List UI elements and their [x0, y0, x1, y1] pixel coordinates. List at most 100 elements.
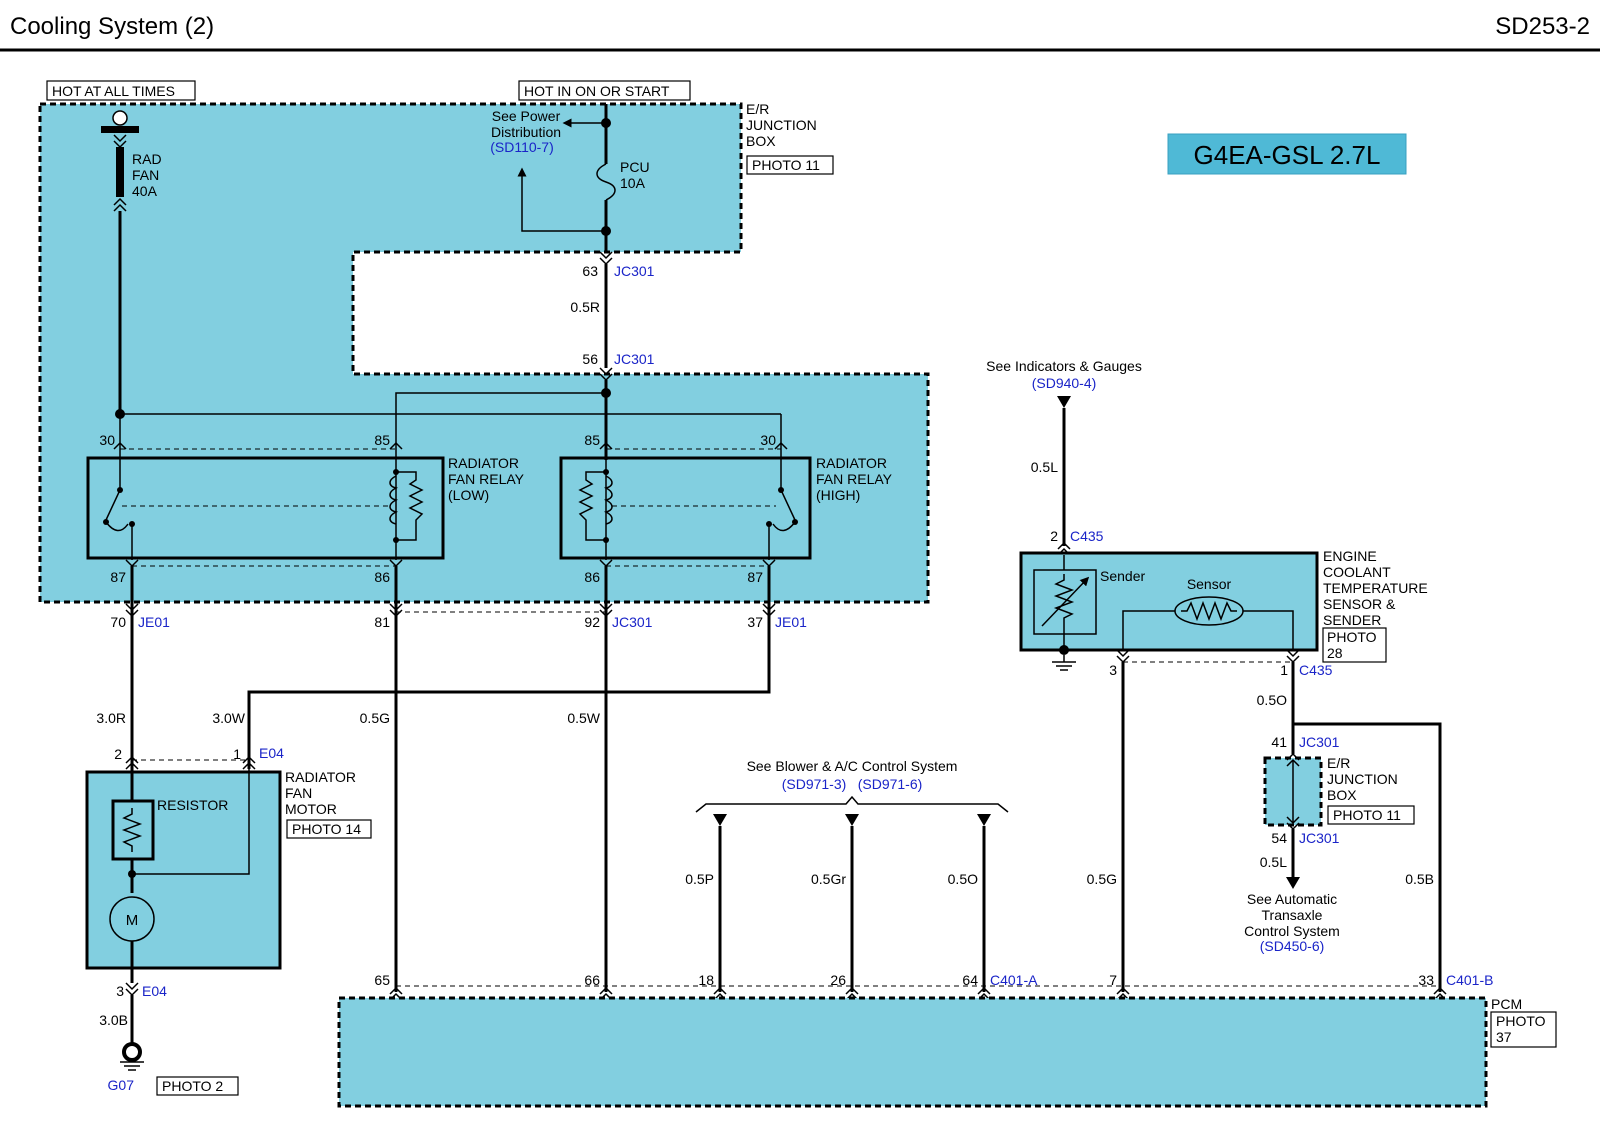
fan-motor-box: [85, 770, 282, 970]
relay-low-pin-87: 87: [110, 569, 126, 585]
out-pin-70: 70: [110, 614, 126, 630]
text-line: RAD: [132, 151, 162, 167]
er-box2-photo-frame: [1327, 805, 1415, 825]
fan-motor-conn: E04: [259, 745, 284, 761]
wire-05p-label: 0.5P: [685, 871, 714, 887]
wire-30r-label: 3.0R: [96, 710, 126, 726]
connector-icon: [599, 251, 613, 266]
ref-arrow-icon: [713, 814, 727, 826]
text-line: RADIATOR: [285, 769, 356, 785]
ground-icon: [1052, 655, 1076, 671]
ref-arrow-icon: [845, 814, 859, 826]
text-line: Distribution: [491, 124, 561, 140]
text-line: E/R: [1327, 755, 1350, 771]
fan-motor-conn-e04: E04: [142, 983, 167, 999]
jc301-conn-top: JC301: [614, 263, 655, 279]
connector-icon: [389, 603, 403, 618]
connector-icon: [599, 603, 613, 618]
hot-all-times-label: HOT AT ALL TIMES: [52, 83, 175, 99]
sensor-leads: [1122, 610, 1294, 650]
text-line: TEMPERATURE: [1323, 580, 1428, 596]
text-line: 10A: [620, 175, 646, 191]
wire-05gr-label: 0.5Gr: [811, 871, 846, 887]
text-line: PHOTO: [1327, 629, 1377, 645]
pcm-pin-number: 7: [1109, 972, 1117, 988]
text-line: PHOTO: [1496, 1013, 1546, 1029]
blower-ref-link-1[interactable]: (SD971-3): [782, 776, 847, 792]
blower-ref-bracket: [695, 795, 1009, 813]
blower-ref-text: See Blower & A/C Control System: [747, 758, 958, 774]
switch-pivot-icon: [117, 487, 123, 493]
thermistor-resistor-icon: [1181, 600, 1237, 622]
connector-icon: [1286, 649, 1300, 664]
fan-motor-pin-1: 1: [233, 746, 241, 762]
connector-icon: [125, 755, 139, 770]
wire-30w-label: 3.0W: [212, 710, 245, 726]
text-line: MOTOR: [285, 801, 337, 817]
jc301-pin-56: 56: [582, 351, 598, 367]
blower-ref-link-2[interactable]: (SD971-6): [858, 776, 923, 792]
page-title: Cooling System (2): [10, 13, 214, 40]
out-conn-je01-b: JE01: [775, 614, 807, 630]
text-line: PCU: [620, 159, 650, 175]
wire-05o-a-label: 0.5O: [948, 871, 978, 887]
power-feed-arrow: [517, 167, 606, 232]
fuse-connector-icon: [113, 197, 127, 212]
ground-icon: [120, 1061, 144, 1071]
ground-terminal-icon: [122, 1042, 142, 1062]
variable-arrow-icon: [1041, 576, 1090, 627]
text-line: Transaxle: [1262, 907, 1323, 923]
text-line: FAN RELAY: [816, 471, 893, 487]
header-bar: [0, 0, 1600, 54]
text-line: See Power: [492, 108, 561, 124]
wire-30w-motor: [132, 769, 250, 875]
text-line: FAN: [285, 785, 312, 801]
wire-05l-b-label: 0.5L: [1260, 854, 1287, 870]
battery-terminal-icon: [112, 110, 128, 126]
relay-low-pin-30: 30: [99, 432, 115, 448]
er-box2-pin-54: 54: [1271, 830, 1287, 846]
out-pin-92: 92: [584, 614, 600, 630]
indicators-ref-text: See Indicators & Gauges: [986, 358, 1142, 374]
text-line: (LOW): [448, 487, 489, 503]
wire-30w: [247, 566, 771, 769]
relay-high-pin-30: 30: [760, 432, 776, 448]
pcm-label: PCM: [1491, 996, 1522, 1012]
wire-relay-low-85: [395, 392, 606, 456]
ref-arrow-icon: [1286, 877, 1300, 889]
connector-icon: [242, 755, 256, 770]
out-conn-je01-a: JE01: [138, 614, 170, 630]
text-line: (HIGH): [816, 487, 860, 503]
sensor-pin-1: 1: [1280, 662, 1288, 678]
text-line: COOLANT: [1323, 564, 1391, 580]
pcm-pin-number: 64: [962, 972, 978, 988]
motor-label: M: [126, 912, 139, 929]
pcm-photo-frame: [1490, 1011, 1557, 1048]
text-line: ENGINE: [1323, 548, 1377, 564]
ref-arrow-icon: [977, 814, 991, 826]
engine-badge: G4EA-GSL 2.7L: [1167, 133, 1407, 175]
text-line: FAN RELAY: [448, 471, 525, 487]
text-line: Control System: [1244, 923, 1340, 939]
jc301-conn-bot: JC301: [614, 351, 655, 367]
resistor-icon: [121, 808, 143, 852]
ref-arrow-icon: [1057, 396, 1071, 408]
text-line: See Automatic: [1247, 891, 1337, 907]
coil-icon: [389, 475, 399, 525]
switch-arc-icon: [772, 521, 796, 532]
wire-05l-a-label: 0.5L: [1031, 459, 1058, 475]
tcs-ref-link[interactable]: (SD450-6): [1260, 938, 1325, 954]
indicators-ref-link[interactable]: (SD940-4): [1032, 375, 1097, 391]
wire-05b-label: 0.5B: [1405, 871, 1434, 887]
power-ref-link[interactable]: (SD110-7): [490, 139, 554, 155]
sender-box: [1033, 569, 1097, 635]
sensor-pin-2: 2: [1050, 528, 1058, 544]
wire-05r-label: 0.5R: [570, 299, 600, 315]
text-line: BOX: [1327, 787, 1357, 803]
header: Cooling System (2) SD253-2: [0, 0, 1600, 54]
